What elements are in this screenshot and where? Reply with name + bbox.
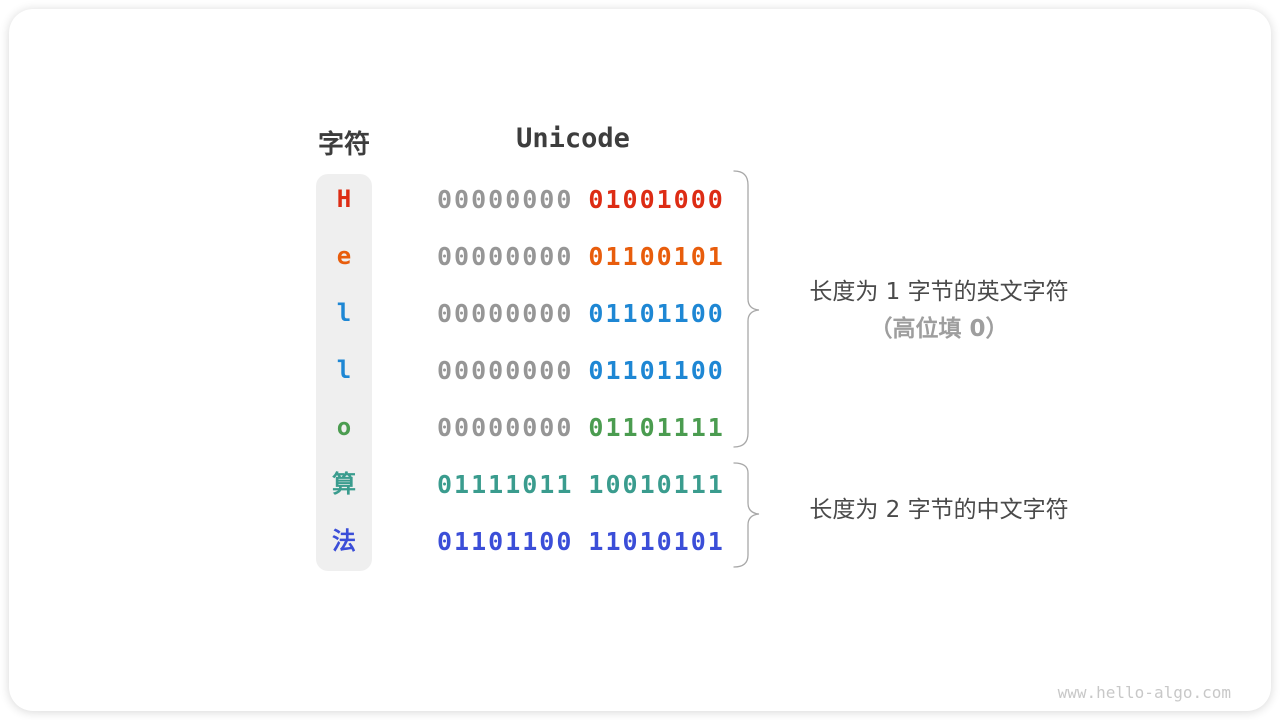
binary-byte-high: 00000000: [437, 299, 574, 328]
unicode-binary: 00000000 01001000: [437, 171, 725, 228]
unicode-binary: 00000000 01101111: [437, 399, 725, 456]
annotation-english: 长度为 1 字节的英文字符 （高位填 0）: [781, 274, 1097, 348]
char-unicode-table: H 00000000 01001000 e 00000000 01100101 l 00000…: [9, 171, 1271, 570]
char-cell: 法: [332, 527, 356, 555]
char-cell: e: [336, 242, 352, 270]
binary-byte-high: 01101100: [437, 527, 574, 556]
annotation-english-line1: 长度为 1 字节的英文字符: [809, 279, 1069, 305]
column-header-char: 字符: [317, 130, 370, 160]
binary-byte-low: 01101111: [588, 413, 725, 442]
binary-byte-low: 11010101: [588, 527, 725, 556]
binary-byte-high: 01111011: [437, 470, 574, 499]
unicode-binary: 01111011 10010111: [437, 456, 725, 513]
binary-byte-low: 01100101: [588, 242, 725, 271]
table-row: H 00000000 01001000: [9, 171, 1271, 228]
char-column-background: [316, 174, 372, 571]
table-row: l 00000000 01101100: [9, 342, 1271, 399]
brace-chinese-group-icon: [733, 462, 760, 568]
char-cell: l: [336, 356, 352, 384]
brace-english-group-icon: [733, 170, 760, 448]
unicode-binary: 00000000 01101100: [437, 285, 725, 342]
binary-byte-high: 00000000: [437, 356, 574, 385]
table-row: e 00000000 01100101: [9, 228, 1271, 285]
unicode-binary: 00000000 01101100: [437, 342, 725, 399]
binary-byte-low: 01101100: [588, 299, 725, 328]
unicode-binary: 01101100 11010101: [437, 513, 725, 570]
char-cell: o: [336, 413, 352, 441]
column-header-unicode: Unicode: [516, 123, 630, 154]
table-row: l 00000000 01101100: [9, 285, 1271, 342]
table-row: 算 01111011 10010111: [9, 456, 1271, 513]
char-cell: 算: [332, 470, 356, 498]
char-cell: H: [336, 185, 352, 213]
char-cell: l: [336, 299, 352, 327]
binary-byte-high: 00000000: [437, 242, 574, 271]
annotation-english-line2: （高位填 0）: [869, 316, 1009, 342]
annotation-chinese: 长度为 2 字节的中文字符: [809, 497, 1069, 523]
table-row: o 00000000 01101111: [9, 399, 1271, 456]
binary-byte-low: 10010111: [588, 470, 725, 499]
table-row: 法 01101100 11010101: [9, 513, 1271, 570]
binary-byte-high: 00000000: [437, 413, 574, 442]
watermark: www.hello-algo.com: [1057, 683, 1231, 702]
binary-byte-low: 01101100: [588, 356, 725, 385]
diagram-card: 字符 Unicode H 00000000 01001000 e 00000000 011…: [9, 9, 1271, 711]
binary-byte-high: 00000000: [437, 185, 574, 214]
unicode-binary: 00000000 01100101: [437, 228, 725, 285]
binary-byte-low: 01001000: [588, 185, 725, 214]
